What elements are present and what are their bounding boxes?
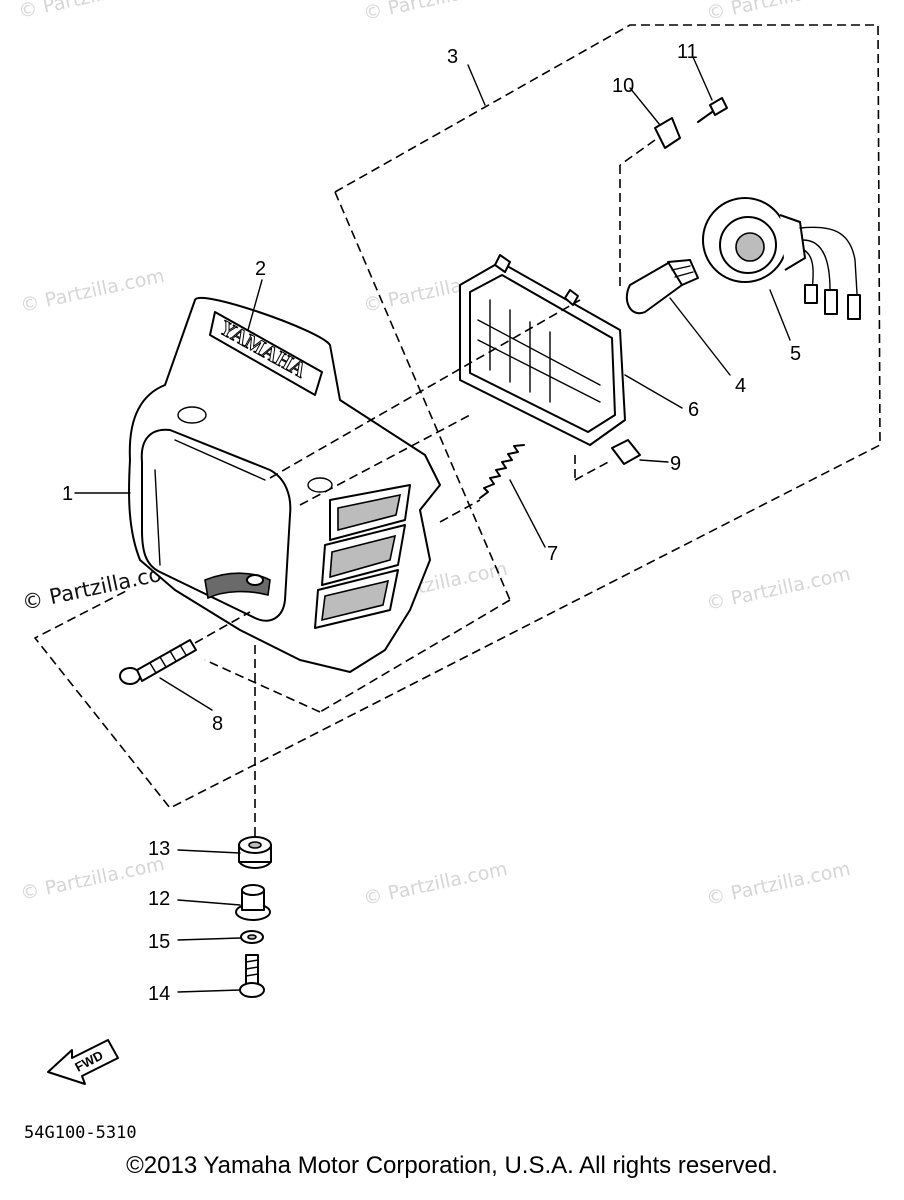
mounting-screw-small	[697, 97, 728, 123]
callout-4: 4	[735, 375, 746, 397]
assembly-boundary-3	[33, 24, 881, 810]
watermark: © Partzilla.com	[704, 563, 852, 615]
callout-15: 15	[148, 931, 170, 953]
callout-12: 12	[148, 888, 170, 910]
callout-1: 1	[62, 483, 73, 505]
mounting-bolt	[239, 954, 265, 998]
callout-8: 8	[212, 713, 223, 735]
callout-14: 14	[148, 983, 170, 1005]
watermark: © Partzilla.com	[18, 853, 166, 905]
callout-7: 7	[547, 543, 558, 565]
headlight-bulb	[625, 259, 699, 315]
bulb-socket	[702, 197, 861, 320]
forward-arrow-icon: FWD	[47, 1039, 119, 1085]
headlight-lens-unit	[459, 254, 626, 446]
watermark: © Partzilla.com	[16, 0, 164, 23]
callout-2: 2	[255, 258, 266, 280]
copyright-notice: ©2013 Yamaha Motor Corporation, U.S.A. A…	[126, 1152, 778, 1179]
callout-labels: 1 2 3 4 5 6 7 8 9 10 11 12 13 14 15	[62, 41, 801, 1005]
diagram-code: 54G100-5310	[24, 1123, 137, 1143]
spring-nut	[611, 439, 641, 465]
callout-11: 11	[677, 41, 698, 63]
callout-5: 5	[790, 343, 801, 365]
callout-3: 3	[447, 46, 458, 68]
callout-6: 6	[688, 399, 699, 421]
washer	[240, 930, 264, 944]
leader-lines	[74, 56, 791, 993]
callout-13: 13	[148, 838, 170, 860]
watermark: © Partzilla.com	[361, 0, 509, 25]
watermark: © Partzilla.com	[361, 858, 509, 910]
collar	[235, 884, 271, 921]
watermark: © Partzilla.com	[704, 858, 852, 910]
adjust-spring	[479, 444, 525, 499]
watermark: © Partzilla.com	[18, 265, 166, 317]
headlight-cover	[128, 297, 441, 673]
callout-10: 10	[612, 75, 634, 97]
grommet	[238, 836, 272, 869]
watermark: © Partzilla.com	[704, 0, 852, 25]
callout-9: 9	[670, 453, 681, 475]
long-bolt	[119, 639, 197, 685]
clip-nut	[654, 117, 681, 149]
